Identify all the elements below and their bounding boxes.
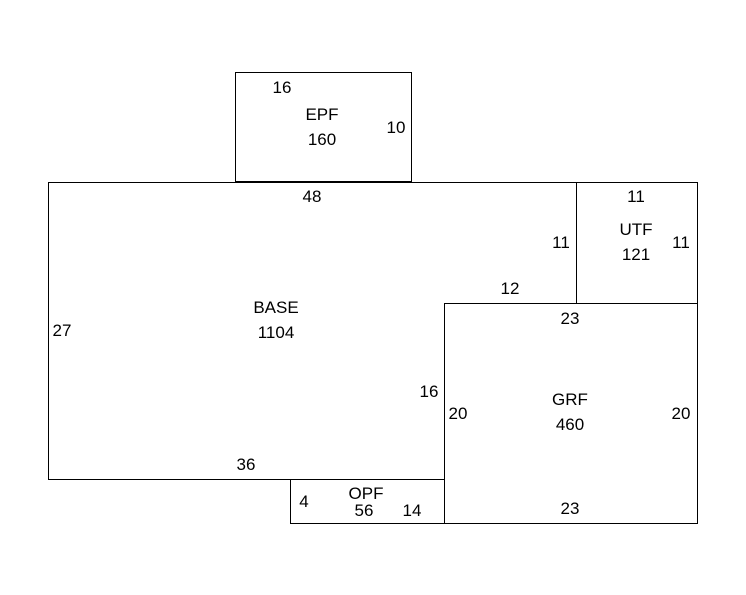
epf-area-label: 160	[308, 130, 336, 149]
dim-opf-right: 14	[403, 501, 422, 520]
dim-opf-left: 4	[299, 492, 308, 511]
dim-base-inner-right: 11	[552, 233, 570, 252]
utf-code-label: UTF	[619, 220, 652, 239]
opf-area-label: 56	[355, 501, 374, 520]
base-area-label: 1104	[258, 323, 295, 342]
dim-base-bottom: 36	[237, 455, 256, 474]
opf-code-label: OPF	[349, 484, 384, 503]
grf-area-label: 460	[556, 415, 584, 434]
dim-grf-right: 20	[672, 404, 691, 423]
dim-grf-left: 20	[449, 404, 468, 423]
dim-base-top: 48	[303, 187, 322, 206]
epf-code-label: EPF	[305, 105, 338, 124]
dim-grf-bottom: 23	[561, 499, 580, 518]
grf-code-label: GRF	[552, 390, 588, 409]
base-outline	[48, 182, 577, 480]
dim-grf-top: 23	[561, 309, 580, 328]
epf-outline	[235, 72, 412, 182]
base-code-label: BASE	[253, 298, 298, 317]
opf-outline	[290, 479, 445, 524]
dim-epf-top: 16	[273, 78, 292, 97]
dim-base-left: 27	[53, 321, 72, 340]
dim-base-step-top: 12	[501, 279, 520, 298]
dim-utf-right: 11	[672, 233, 690, 252]
dim-utf-top: 11	[627, 187, 645, 206]
grf-outline	[444, 303, 698, 524]
dim-epf-right: 10	[387, 118, 406, 137]
dim-base-step-right: 16	[420, 382, 439, 401]
utf-area-label: 121	[622, 245, 650, 264]
